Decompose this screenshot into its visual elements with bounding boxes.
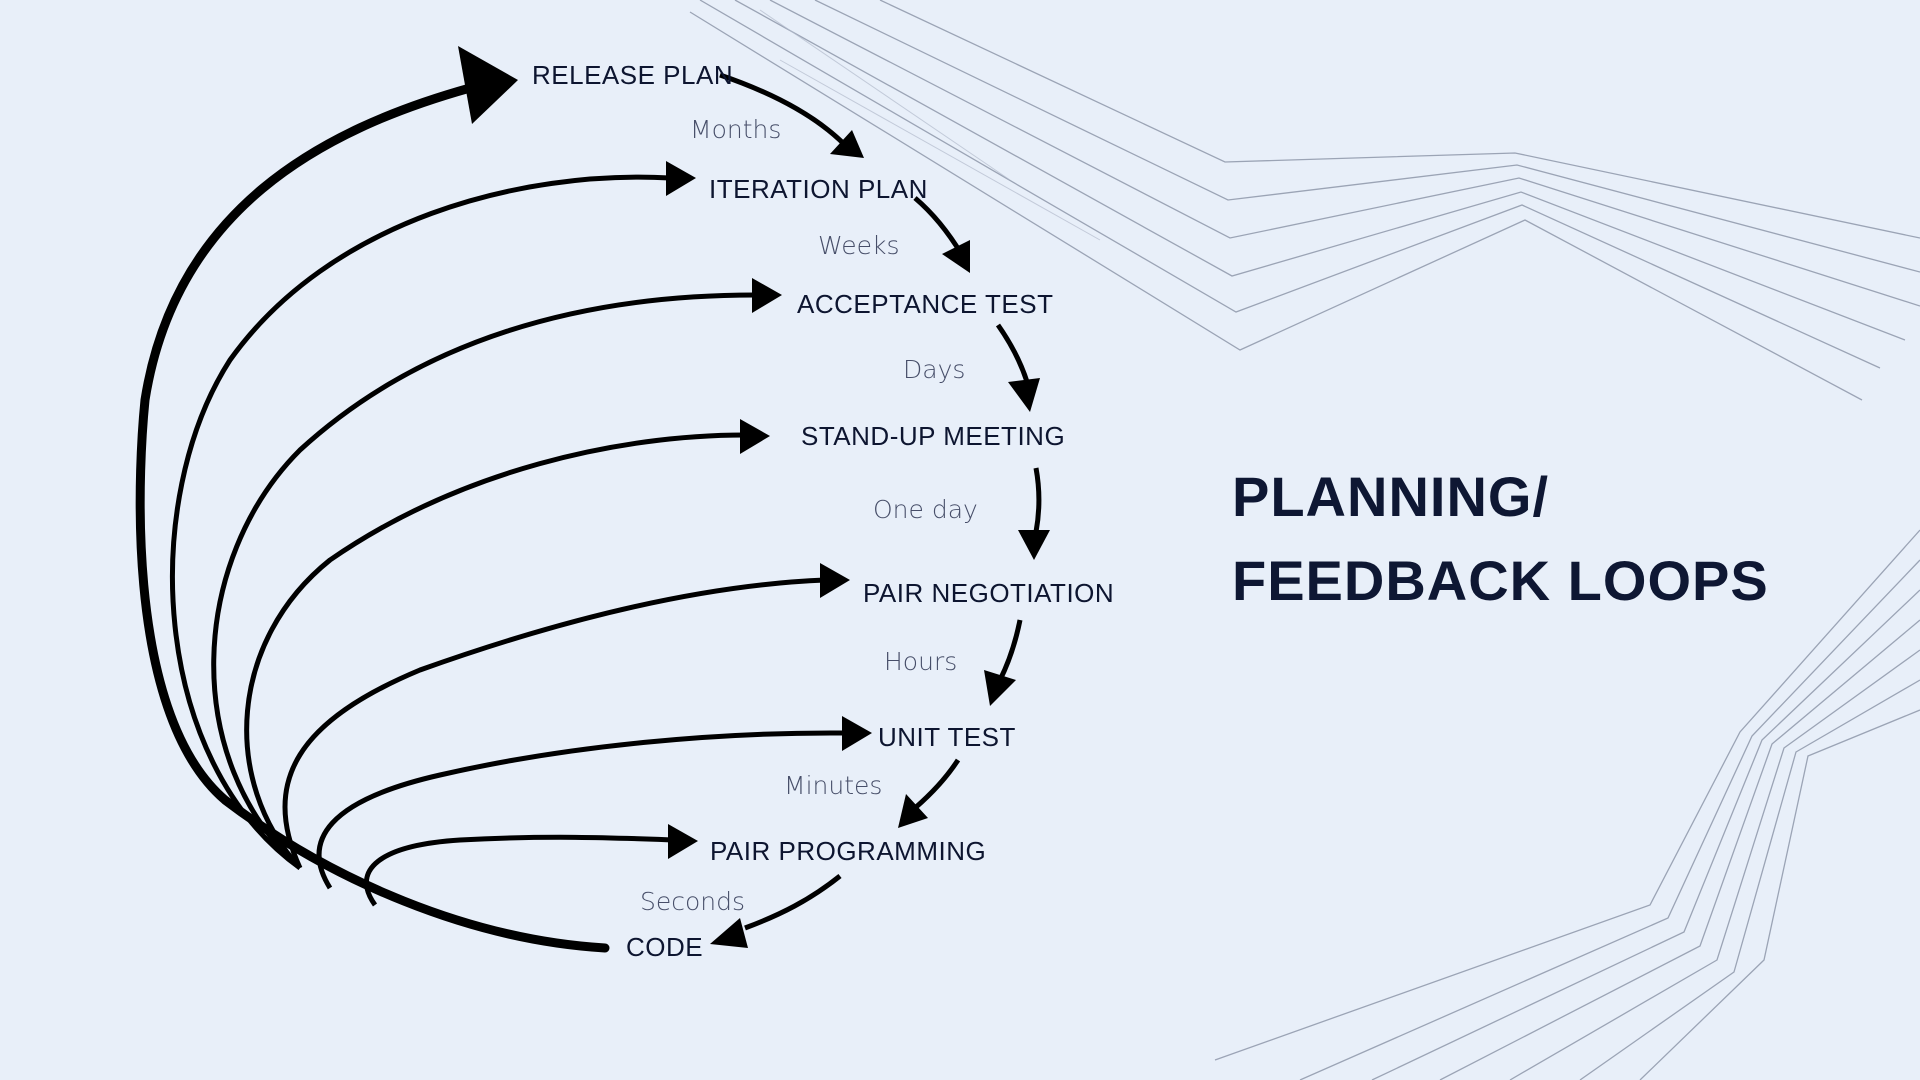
- title-line-1: PLANNING/: [1232, 465, 1549, 528]
- slide-title: PLANNING/ FEEDBACK LOOPS: [1232, 455, 1769, 623]
- forward-arrow-standup-to-negotiation: [1033, 467, 1042, 533]
- forward-arrowhead-3: [1008, 378, 1040, 412]
- forward-arrowhead-5: [984, 670, 1016, 706]
- stand-up-meeting-arrowhead: [740, 419, 770, 454]
- forward-arrow-acceptance-to-standup: [995, 323, 1031, 386]
- node-acceptance-test: ACCEPTANCE TEST: [797, 289, 1053, 319]
- acceptance-test-arrowhead: [752, 278, 782, 313]
- title-line-2: FEEDBACK LOOPS: [1232, 549, 1769, 612]
- interval-seconds: Seconds: [640, 887, 745, 916]
- decorative-lines-bottom: [1214, 529, 1920, 1080]
- release-plan-arrowhead: [458, 46, 518, 124]
- node-code: CODE: [626, 932, 703, 962]
- pair-negotiation-arrowhead: [820, 563, 850, 598]
- interval-days: Days: [903, 355, 965, 384]
- interval-one-day: One day: [873, 495, 978, 524]
- return-arrow-release-plan: [135, 83, 610, 953]
- forward-arrow-release-to-iteration: [719, 72, 847, 147]
- forward-arrow-unittest-to-pairprog: [913, 758, 961, 810]
- interval-weeks: Weeks: [818, 231, 900, 260]
- interval-months: Months: [690, 115, 781, 144]
- decorative-lines-fade: [759, 9, 1101, 241]
- return-arrow-pair-negotiation: [282, 577, 826, 870]
- node-release-plan: RELEASE PLAN: [532, 60, 733, 90]
- decorative-lines-top: [689, 0, 1920, 401]
- forward-arrowhead-7: [710, 918, 748, 948]
- forward-arrowhead-4: [1018, 530, 1050, 560]
- forward-arrow-pairprog-to-code: [744, 874, 842, 931]
- forward-arrow-iteration-to-acceptance: [913, 196, 965, 257]
- node-pair-negotiation: PAIR NEGOTIATION: [863, 578, 1114, 608]
- node-unit-test: UNIT TEST: [878, 722, 1016, 752]
- node-pair-programming: PAIR PROGRAMMING: [710, 836, 986, 866]
- forward-arrowhead-1: [830, 130, 864, 158]
- return-arrow-acceptance-test: [211, 292, 756, 870]
- forward-arrow-negotiation-to-unittest: [997, 619, 1023, 682]
- return-arrow-iteration-plan: [170, 174, 671, 871]
- iteration-plan-arrowhead: [666, 161, 696, 196]
- node-iteration-plan: ITERATION PLAN: [709, 174, 928, 204]
- forward-arrowhead-2: [942, 240, 970, 273]
- pair-programming-arrowhead: [668, 824, 698, 859]
- return-arrow-unit-test: [316, 730, 846, 890]
- return-arrow-stand-up-meeting: [244, 432, 746, 870]
- node-stand-up-meeting: STAND-UP MEETING: [801, 421, 1065, 451]
- return-arrow-pair-programming: [363, 834, 676, 907]
- interval-hours: Hours: [884, 647, 957, 676]
- unit-test-arrowhead: [842, 716, 872, 751]
- interval-minutes: Minutes: [784, 771, 882, 800]
- forward-arrowhead-6: [898, 794, 928, 828]
